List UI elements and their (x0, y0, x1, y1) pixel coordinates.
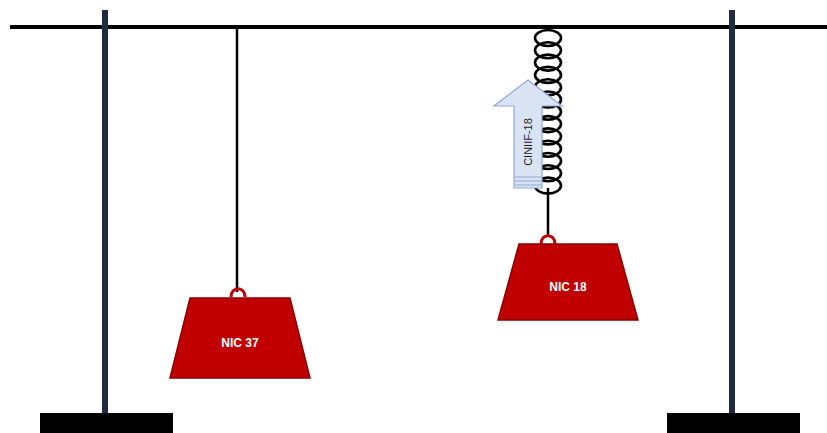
arrow-outline (494, 80, 562, 188)
string (547, 188, 550, 236)
arrow-stripe (515, 181, 541, 182)
stand-base (40, 413, 173, 433)
hook (231, 289, 245, 297)
trapezoid (170, 298, 310, 378)
weight-block: NIC 37 (170, 298, 310, 378)
weight-block: NIC 18 (498, 244, 638, 320)
stand-base (667, 413, 800, 433)
weight-label: NIC 18 (549, 280, 586, 294)
up-arrow: CINIIF-18 (494, 80, 562, 188)
arrow-stripe (515, 177, 541, 178)
arrow-label: CINIIF-18 (522, 118, 534, 166)
string (236, 29, 239, 292)
top-bar (10, 25, 827, 29)
stand-pole (729, 10, 735, 415)
weight-label: NIC 37 (221, 336, 258, 350)
hook (541, 236, 555, 244)
stand-pole (102, 10, 108, 415)
trapezoid (498, 244, 638, 320)
arrow-stripe (515, 185, 541, 186)
